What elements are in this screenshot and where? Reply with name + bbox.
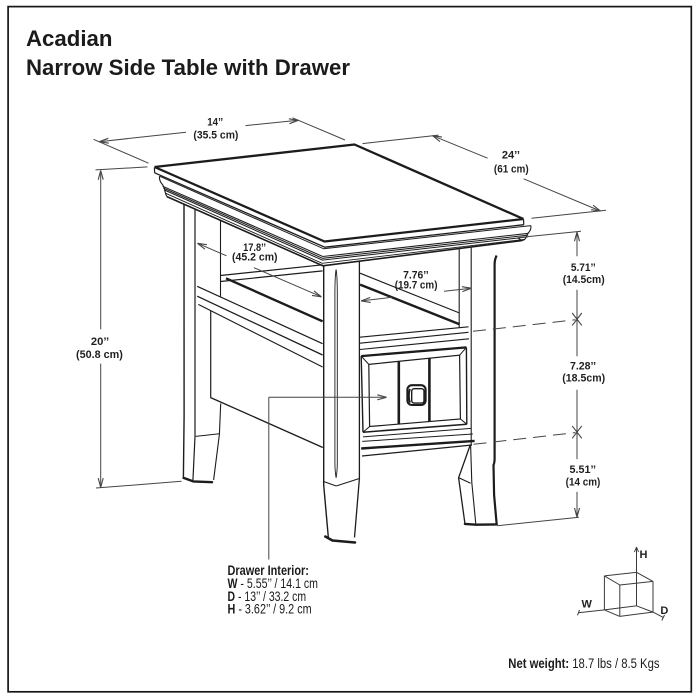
svg-text:Narrow Side Table with Drawer: Narrow Side Table with Drawer	[26, 55, 350, 80]
svg-text:(14.5cm): (14.5cm)	[563, 274, 605, 286]
svg-text:H: H	[640, 549, 648, 561]
svg-text:7.28’’: 7.28’’	[570, 361, 596, 373]
svg-text:5.51’’: 5.51’’	[570, 464, 597, 476]
svg-text:(18.5cm): (18.5cm)	[562, 373, 605, 385]
svg-text:(14 cm): (14 cm)	[566, 476, 601, 488]
svg-text:W: W	[582, 599, 593, 611]
svg-text:D: D	[660, 605, 668, 617]
svg-text:Net weight: 18.7 lbs / 8.5 Kgs: Net weight: 18.7 lbs / 8.5 Kgs	[508, 656, 659, 671]
svg-text:Acadian: Acadian	[26, 26, 113, 51]
svg-text:D - 13’’ / 33.2 cm: D - 13’’ / 33.2 cm	[228, 589, 307, 604]
svg-text:(19.7 cm): (19.7 cm)	[395, 280, 438, 292]
svg-text:(61 cm): (61 cm)	[494, 164, 529, 176]
svg-text:(35.5 cm): (35.5 cm)	[193, 130, 238, 142]
svg-text:Drawer Interior:: Drawer Interior:	[228, 563, 309, 578]
svg-text:W - 5.55’’ / 14.1 cm: W - 5.55’’ / 14.1 cm	[228, 576, 319, 591]
svg-text:14’’: 14’’	[207, 116, 223, 128]
svg-text:20’’: 20’’	[91, 336, 109, 348]
svg-text:17.8’’: 17.8’’	[243, 242, 266, 254]
svg-text:5.71’’: 5.71’’	[571, 262, 596, 274]
svg-text:(45.2 cm): (45.2 cm)	[232, 252, 278, 264]
svg-text:(50.8 cm): (50.8 cm)	[76, 349, 123, 361]
svg-text:7.76’’: 7.76’’	[403, 270, 429, 282]
svg-text:H - 3.62’’ / 9.2 cm: H - 3.62’’ / 9.2 cm	[228, 602, 312, 617]
svg-text:24’’: 24’’	[502, 150, 520, 162]
